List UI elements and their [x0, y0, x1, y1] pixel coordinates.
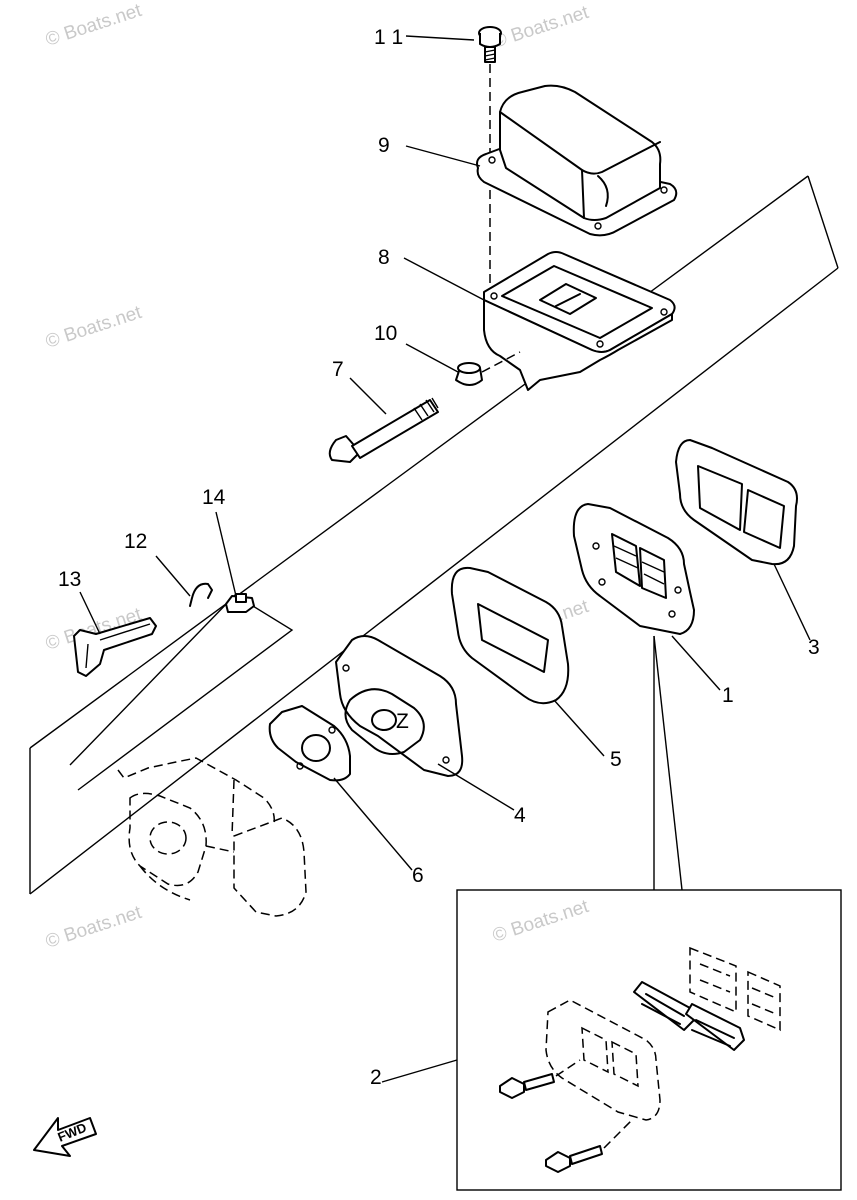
clip-part-12 — [189, 582, 213, 607]
reed-valve-part-1 — [572, 503, 695, 635]
assembly-outline — [29, 175, 839, 895]
watermark-2: © Boats.net — [490, 2, 592, 53]
carburetor-joint-embossing: Z — [396, 710, 409, 733]
silencer-case-part-8 — [483, 251, 676, 391]
callout-2: 2 — [370, 1066, 382, 1089]
callout-14: 14 — [202, 486, 226, 509]
callout-3: 3 — [808, 636, 820, 659]
choke-knob-part-13 — [73, 617, 157, 677]
callout-12: 12 — [124, 530, 147, 553]
callout-labels: 1 1 9 8 10 7 14 12 13 3 1 5 4 6 2 — [58, 26, 820, 1089]
callout-1: 1 — [722, 684, 734, 707]
callout-7: 7 — [332, 358, 344, 381]
callout-8: 8 — [378, 246, 390, 269]
screw-part-11 — [478, 26, 502, 290]
gasket-part-6 — [268, 705, 351, 782]
watermark-1: © Boats.net — [43, 0, 145, 51]
watermark-8: © Boats.net — [490, 896, 592, 947]
silencer-cover-part-9 — [476, 84, 678, 237]
carburetor-joint-part-4: Z — [335, 635, 464, 777]
watermark-7: © Boats.net — [43, 902, 145, 953]
leader-lines — [79, 35, 811, 871]
callout-5: 5 — [610, 748, 622, 771]
reed-valve-kit-box — [381, 635, 842, 1191]
callout-4: 4 — [514, 804, 526, 827]
gasket-part-3 — [675, 439, 798, 566]
callout-6: 6 — [412, 864, 424, 887]
watermark-3: © Boats.net — [43, 302, 145, 353]
callout-10: 10 — [374, 322, 397, 345]
callout-9: 9 — [378, 134, 390, 157]
bolt-part-7 — [328, 397, 439, 463]
callout-13: 13 — [58, 568, 81, 591]
kit-border — [456, 889, 842, 1191]
fwd-arrow-icon: FWD — [33, 1117, 97, 1157]
gasket-part-5 — [450, 566, 570, 705]
callout-11: 1 1 — [374, 26, 403, 49]
clip-part-14 — [225, 593, 255, 613]
grommet-part-10 — [455, 351, 521, 386]
carburetor-reference — [117, 757, 307, 917]
